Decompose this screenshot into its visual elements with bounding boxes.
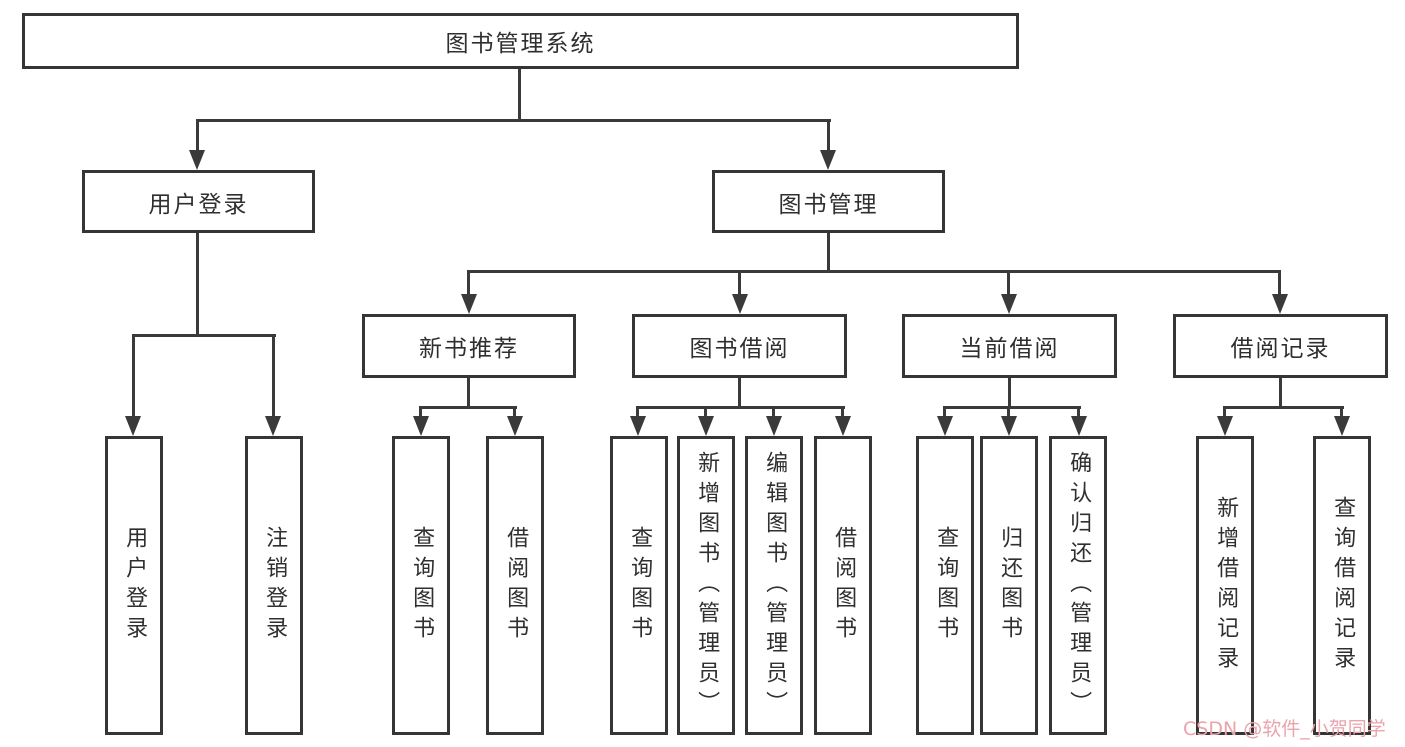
leaf-label: 用户登录 <box>122 525 148 646</box>
connector-stem <box>467 378 470 408</box>
leaf-label: 确认归还（管理员） <box>1066 450 1092 721</box>
connector-stem <box>841 406 844 420</box>
connector-root-hline <box>196 119 831 122</box>
leaf-label: 查询图书 <box>933 525 959 646</box>
connector-stem <box>738 378 741 408</box>
leaf-label: 查询图书 <box>409 525 435 646</box>
connector-hline <box>467 270 1281 273</box>
connector-hline <box>419 406 517 409</box>
leaf-query-books: 查询图书 <box>610 436 668 735</box>
node-book-management: 图书管理 <box>712 170 945 233</box>
arrow-down-icon <box>1001 294 1017 314</box>
arrow-down-icon <box>265 416 281 436</box>
arrow-down-icon <box>125 416 141 436</box>
arrow-down-icon <box>835 416 851 436</box>
arrow-down-icon <box>1272 294 1288 314</box>
arrow-down-icon <box>937 416 953 436</box>
leaf-label: 查询借阅记录 <box>1330 495 1356 676</box>
leaf-return-books: 归还图书 <box>980 436 1038 735</box>
connector-user-login-stem <box>196 119 199 154</box>
node-current-borrowing: 当前借阅 <box>902 314 1117 378</box>
leaf-add-books-admin: 新增图书（管理员） <box>677 436 735 735</box>
connector-stem <box>1007 270 1010 296</box>
connector-stem <box>738 270 741 296</box>
leaf-borrow-books: 借阅图书 <box>486 436 544 735</box>
leaf-query-books: 查询图书 <box>916 436 974 735</box>
connector-hline <box>1223 406 1344 409</box>
connector-stem <box>827 233 830 273</box>
node-new-book-recommend: 新书推荐 <box>362 314 576 378</box>
connector-stem <box>1008 378 1011 408</box>
arrow-down-icon <box>461 294 477 314</box>
node-borrow-records: 借阅记录 <box>1173 314 1388 378</box>
arrow-down-icon <box>630 416 646 436</box>
connector-stem <box>272 334 275 420</box>
leaf-query-books: 查询图书 <box>392 436 450 735</box>
connector-stem <box>1279 378 1282 408</box>
leaf-logout: 注销登录 <box>245 436 303 735</box>
arrow-down-icon <box>413 416 429 436</box>
arrow-down-icon <box>1217 416 1233 436</box>
connector-hline <box>943 406 1081 409</box>
arrow-down-icon <box>507 416 523 436</box>
arrow-down-icon <box>1001 416 1017 436</box>
connector-stem <box>704 406 707 420</box>
connector-book-mgmt-stem <box>827 119 830 154</box>
connector-stem <box>513 406 516 420</box>
leaf-label: 查询图书 <box>627 525 653 646</box>
leaf-label: 归还图书 <box>997 525 1023 646</box>
connector-stem <box>132 334 135 420</box>
node-book-borrowing: 图书借阅 <box>632 314 847 378</box>
leaf-label: 编辑图书（管理员） <box>762 450 788 721</box>
connector-stem <box>419 406 422 420</box>
connector-stem <box>1077 406 1080 420</box>
connector-stem <box>1223 406 1226 420</box>
leaf-label: 借阅图书 <box>503 525 529 646</box>
node-user-login: 用户登录 <box>82 170 315 233</box>
connector-hline <box>636 406 845 409</box>
arrow-down-icon <box>820 150 836 170</box>
leaf-confirm-return-admin: 确认归还（管理员） <box>1049 436 1107 735</box>
leaf-label: 新增借阅记录 <box>1213 495 1239 676</box>
connector-hline <box>132 334 276 337</box>
connector-stem <box>943 406 946 420</box>
leaf-borrow-books: 借阅图书 <box>814 436 872 735</box>
leaf-label: 注销登录 <box>262 525 288 646</box>
connector-stem <box>467 270 470 296</box>
leaf-label: 借阅图书 <box>831 525 857 646</box>
connector-stem <box>1007 406 1010 420</box>
arrow-down-icon <box>766 416 782 436</box>
leaf-user-login: 用户登录 <box>105 436 163 735</box>
connector-stem <box>772 406 775 420</box>
connector-stem <box>1278 270 1281 296</box>
arrow-down-icon <box>1071 416 1087 436</box>
leaf-label: 新增图书（管理员） <box>694 450 720 721</box>
arrow-down-icon <box>189 150 205 170</box>
arrow-down-icon <box>1334 416 1350 436</box>
arrow-down-icon <box>698 416 714 436</box>
csdn-watermark: CSDN @软件_小贺同学 <box>1183 718 1386 740</box>
leaf-add-borrow-record: 新增借阅记录 <box>1196 436 1254 735</box>
leaf-query-borrow-record: 查询借阅记录 <box>1313 436 1371 735</box>
connector-stem <box>196 233 199 336</box>
connector-root-stem <box>518 69 521 120</box>
connector-stem <box>636 406 639 420</box>
connector-stem <box>1340 406 1343 420</box>
leaf-edit-books-admin: 编辑图书（管理员） <box>745 436 803 735</box>
arrow-down-icon <box>732 294 748 314</box>
node-library-management-system: 图书管理系统 <box>22 13 1019 69</box>
